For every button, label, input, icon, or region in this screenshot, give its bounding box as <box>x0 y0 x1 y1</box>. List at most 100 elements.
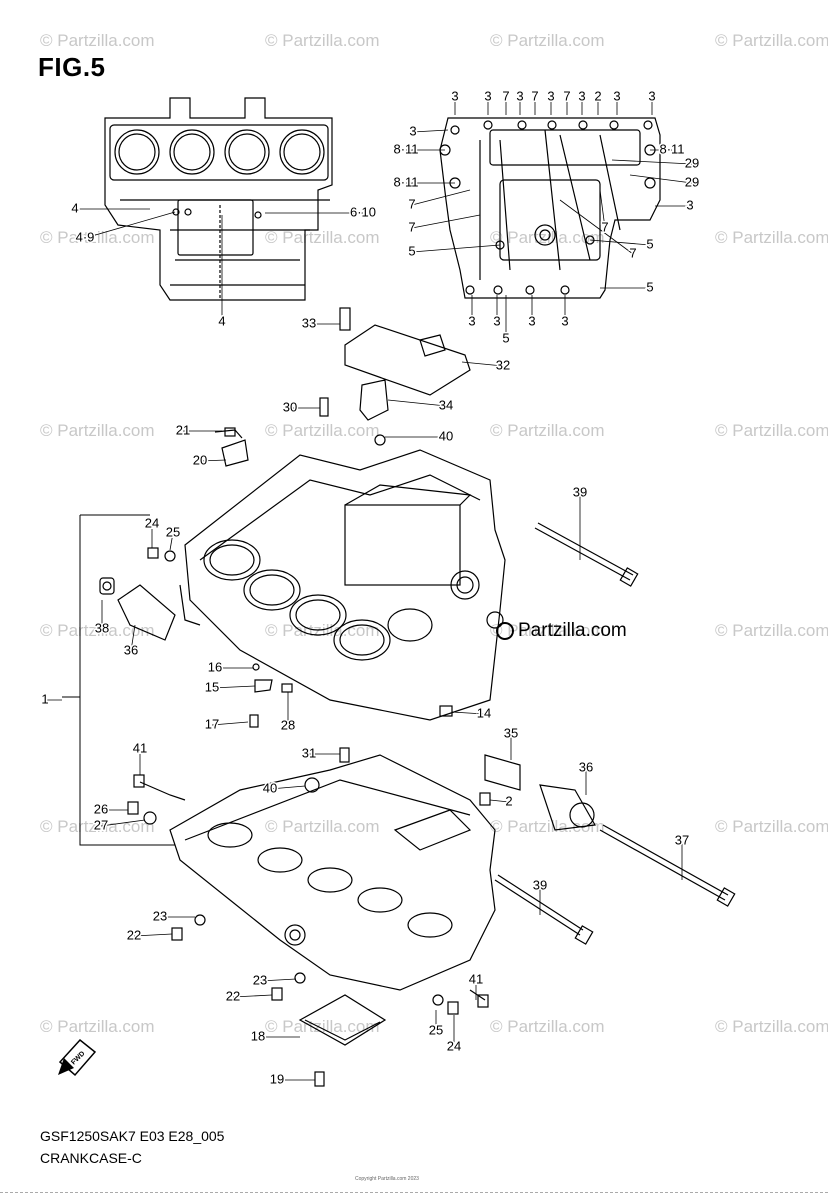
hardware-parts <box>99 427 736 1087</box>
part-callout-29: 29 <box>685 174 699 189</box>
lower-crankcase-isometric <box>169 754 496 1046</box>
part-callout-3: 3 <box>561 313 568 328</box>
part-callout-24: 24 <box>447 1038 461 1053</box>
part-callout-7: 7 <box>408 219 415 234</box>
watermark-text: © Partzilla.com <box>40 31 155 50</box>
figure-title: FIG.5 <box>38 52 106 82</box>
upper-crankcase-top-view <box>104 97 333 301</box>
leader-line <box>84 211 176 239</box>
part-callout-22: 22 <box>127 927 141 942</box>
watermark-text: © Partzilla.com <box>490 817 605 836</box>
leader-line <box>199 459 227 462</box>
watermark-text: © Partzilla.com <box>490 228 605 247</box>
leader-line <box>269 785 306 790</box>
part-callout-7: 7 <box>408 196 415 211</box>
leader-line <box>232 994 273 998</box>
watermark-text: © Partzilla.com <box>715 1017 828 1036</box>
part-callout-34: 34 <box>439 397 453 412</box>
watermark-text: © Partzilla.com <box>715 817 828 836</box>
fwd-arrow-icon <box>58 1038 97 1077</box>
watermark-text: © Partzilla.com <box>715 228 828 247</box>
copyright-text: Copyright Partzilla.com 2023 <box>355 1176 419 1182</box>
watermark-layer: © Partzilla.com © Partzilla.com © Partzill… <box>40 31 828 1036</box>
part-callout-27: 27 <box>94 817 108 832</box>
lower-crankcase-bottom-view <box>439 117 661 299</box>
part-callout-30: 30 <box>283 399 297 414</box>
part-callout-31: 31 <box>302 745 316 760</box>
part-callout-39: 39 <box>573 484 587 499</box>
watermark-text: © Partzilla.com <box>40 1017 155 1036</box>
watermark-text: © Partzilla.com <box>265 421 380 440</box>
part-callout-6-10: 6·10 <box>350 204 376 219</box>
part-callout-4: 4 <box>71 200 78 215</box>
watermark-text: © Partzilla.com <box>715 31 828 50</box>
diagram-name: CRANKCASE-C <box>40 1150 142 1166</box>
watermark-text: © Partzilla.com <box>490 621 605 640</box>
leader-line <box>589 239 651 246</box>
part-callout-16: 16 <box>208 659 222 674</box>
leader-line <box>559 199 634 255</box>
watermark-text: © Partzilla.com <box>40 621 155 640</box>
part-callout-22: 22 <box>226 988 240 1003</box>
watermark-text: © Partzilla.com <box>490 421 605 440</box>
brand-label: Partzilla.com <box>496 620 627 642</box>
part-callout-33: 33 <box>302 315 316 330</box>
breather-cover-assembly <box>214 307 471 467</box>
part-callout-3: 3 <box>528 313 535 328</box>
part-callout-3: 3 <box>578 88 585 103</box>
part-callout-15: 15 <box>205 679 219 694</box>
part-callout-18: 18 <box>251 1028 265 1043</box>
part-callout-7: 7 <box>531 88 538 103</box>
leader-line <box>629 174 693 184</box>
part-callout-3: 3 <box>493 313 500 328</box>
leader-line <box>169 532 174 551</box>
leader-line <box>461 361 504 367</box>
part-callout-8-11: 8·11 <box>659 141 684 156</box>
part-callout-38: 38 <box>95 620 109 635</box>
part-callout-23: 23 <box>153 908 167 923</box>
leader-line <box>451 711 485 715</box>
part-callout-7: 7 <box>563 88 570 103</box>
part-callout-5: 5 <box>502 330 509 345</box>
partzilla-logo-icon <box>496 622 514 640</box>
leader-line <box>489 799 510 803</box>
watermark-text: © Partzilla.com <box>715 621 828 640</box>
part-callout-5: 5 <box>646 279 653 294</box>
watermark-text: © Partzilla.com <box>40 817 155 836</box>
part-callout-29: 29 <box>685 155 699 170</box>
part-callout-3: 3 <box>451 88 458 103</box>
part-callout-4-9: 4·9 <box>76 229 95 244</box>
part-callout-40: 40 <box>263 780 277 795</box>
part-callout-8-11: 8·11 <box>393 141 418 156</box>
part-callout-23: 23 <box>253 972 267 987</box>
leader-line <box>259 978 297 982</box>
part-callout-4: 4 <box>218 313 225 328</box>
part-callout-17: 17 <box>205 716 219 731</box>
leader-line <box>211 721 249 726</box>
leader-line <box>211 685 256 689</box>
leader-line <box>411 244 501 253</box>
part-callout-3: 3 <box>484 88 491 103</box>
part-callout-28: 28 <box>281 717 295 732</box>
part-callout-26: 26 <box>94 801 108 816</box>
leader-line <box>411 214 481 229</box>
part-callout-24: 24 <box>145 515 159 530</box>
part-callout-3: 3 <box>468 313 475 328</box>
part-callout-19: 19 <box>270 1071 284 1086</box>
watermark-text: © Partzilla.com <box>265 1017 380 1036</box>
watermark-text: © Partzilla.com <box>40 228 155 247</box>
part-callout-20: 20 <box>193 452 207 467</box>
part-callout-3: 3 <box>648 88 655 103</box>
part-callout-5: 5 <box>646 236 653 251</box>
part-callout-21: 21 <box>176 422 190 437</box>
leader-line <box>130 624 136 652</box>
part-callout-3: 3 <box>516 88 523 103</box>
brand-text: Partzilla.com <box>518 620 627 641</box>
page-bottom-divider <box>0 1192 828 1193</box>
part-callout-25: 25 <box>429 1022 443 1037</box>
watermark-text: © Partzilla.com <box>265 31 380 50</box>
leader-line <box>412 129 449 133</box>
callout-1-bracket <box>62 514 175 846</box>
